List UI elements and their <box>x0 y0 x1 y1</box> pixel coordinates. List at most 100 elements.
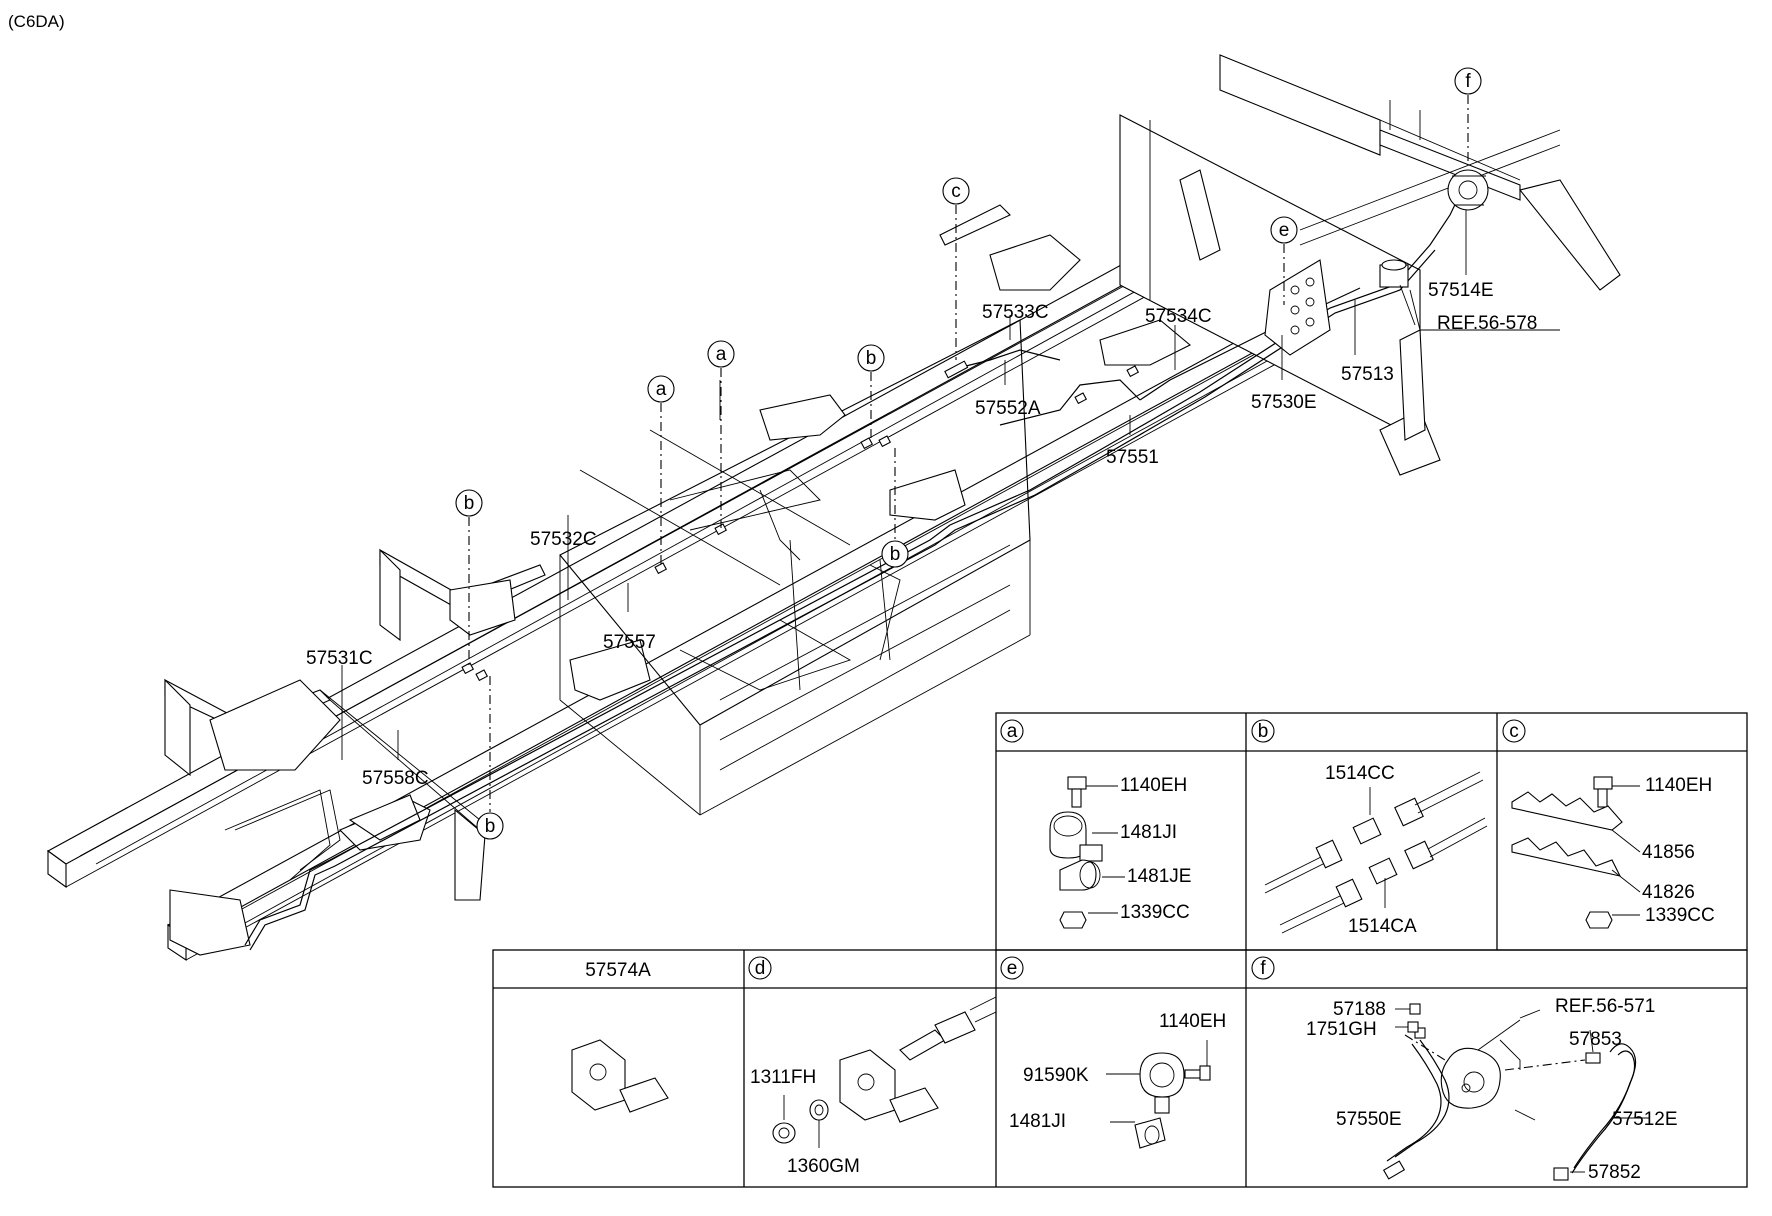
callout-c <box>942 177 970 205</box>
hose-icon <box>1394 1039 1450 1158</box>
callout-b <box>881 540 909 568</box>
clamp <box>714 523 728 536</box>
clamp-icon <box>1059 859 1097 891</box>
clamp <box>654 562 668 575</box>
panel-a-letter: a <box>1007 721 1018 742</box>
svg-text:REF.56-571: REF.56-571 <box>1555 996 1655 1017</box>
svg-text:1140EH: 1140EH <box>1645 775 1712 796</box>
callout-a <box>647 375 675 403</box>
clamp <box>878 435 892 448</box>
label-57534C: 57534C <box>1145 306 1212 327</box>
clamp <box>944 360 969 379</box>
svg-text:57550E: 57550E <box>1336 1109 1402 1130</box>
washer-icon <box>809 1099 829 1121</box>
bracket-icon <box>839 1049 896 1121</box>
callout-b <box>455 489 483 517</box>
panel-d: d 1311FH 1360GM <box>748 956 997 1177</box>
callout-b <box>476 812 504 840</box>
clamp <box>860 437 874 450</box>
label-57558C: 57558C <box>362 768 429 789</box>
svg-text:e: e <box>1279 220 1290 241</box>
fitting-icon <box>1315 839 1343 869</box>
svg-text:1311FH: 1311FH <box>750 1067 816 1088</box>
callout-a <box>707 340 735 368</box>
fitting-icon <box>1409 1003 1421 1015</box>
crossmember-gusset <box>209 679 341 771</box>
svg-text:f: f <box>1465 71 1471 92</box>
front-bumper <box>1219 54 1381 156</box>
nut-icon <box>772 1122 796 1144</box>
frame-labels: 57514E REF.56-578 57513 57530E 57533C 57… <box>306 280 1537 789</box>
front-frame-horn <box>1519 179 1621 291</box>
panel-b-letter: b <box>1258 721 1269 742</box>
svg-text:41856: 41856 <box>1642 842 1695 863</box>
hose-clamp <box>1553 1167 1569 1181</box>
svg-text:a: a <box>716 344 727 365</box>
panel-57574A-title: 57574A <box>585 960 651 981</box>
svg-text:1339CC: 1339CC <box>1120 902 1190 923</box>
svg-text:b: b <box>485 816 496 837</box>
panel-e-letter: e <box>1007 958 1018 979</box>
label-57530E: 57530E <box>1251 392 1317 413</box>
svg-text:57852: 57852 <box>1588 1162 1641 1183</box>
clamp-icon <box>1139 1052 1185 1098</box>
fitting-icon <box>1394 797 1424 827</box>
callout-b <box>857 344 885 372</box>
svg-text:57188: 57188 <box>1333 999 1386 1020</box>
chassis-frame <box>46 54 1621 962</box>
bolt-icon <box>1593 776 1613 790</box>
svg-text:1514CC: 1514CC <box>1325 763 1395 784</box>
callouts: f e c b b a a b b <box>455 67 1482 840</box>
bolt-icon <box>1067 776 1087 790</box>
svg-text:a: a <box>656 379 667 400</box>
label-57552A: 57552A <box>975 398 1041 419</box>
panel-c: c 1140EH 41856 41826 1339CC <box>1502 719 1715 929</box>
svg-text:1514CA: 1514CA <box>1348 916 1417 937</box>
panel-f-letter: f <box>1260 958 1266 979</box>
label-57514E: 57514E <box>1428 280 1494 301</box>
panel-e: e 1140EH 91590K 1481JI <box>1000 956 1226 1149</box>
panel-a: a 1140EH 1481JI 1481JE 1339CC <box>1000 719 1191 929</box>
svg-text:1481JE: 1481JE <box>1127 866 1191 887</box>
panel-c-letter: c <box>1509 721 1519 742</box>
svg-text:1140EH: 1140EH <box>1159 1011 1226 1032</box>
panel-d-letter: d <box>755 958 766 979</box>
vacuum-pump-frame <box>1264 169 1489 356</box>
detail-table <box>492 712 1748 1188</box>
hose-clamp <box>1585 1052 1601 1064</box>
label-57513: 57513 <box>1341 364 1394 385</box>
svg-text:b: b <box>890 544 901 565</box>
svg-text:1360GM: 1360GM <box>787 1156 860 1177</box>
diagram-code: (C6DA) <box>8 12 65 31</box>
hose-icon <box>1573 1043 1637 1169</box>
panel-b: b 1514CC 1514CA <box>1251 719 1488 937</box>
bracket-icon <box>1511 837 1622 877</box>
label-57531C: 57531C <box>306 648 373 669</box>
svg-text:b: b <box>866 348 877 369</box>
line-clamps <box>461 360 1140 682</box>
callout-e <box>1270 216 1298 244</box>
label-57551: 57551 <box>1106 447 1159 468</box>
callout-f <box>1454 67 1482 95</box>
svg-text:1481JI: 1481JI <box>1120 822 1177 843</box>
vacuum-pump-icon <box>1440 1047 1501 1109</box>
svg-text:41826: 41826 <box>1642 882 1695 903</box>
clamp <box>475 669 489 682</box>
svg-text:1339CC: 1339CC <box>1645 905 1715 926</box>
bracket-icon <box>571 1039 626 1111</box>
svg-text:1140EH: 1140EH <box>1120 775 1187 796</box>
svg-text:1751GH: 1751GH <box>1306 1019 1377 1040</box>
rear-carrier <box>169 889 251 956</box>
union-icon <box>1352 817 1382 845</box>
label-57533C: 57533C <box>982 302 1049 323</box>
svg-text:91590K: 91590K <box>1023 1065 1089 1086</box>
bracket-icon <box>1511 791 1623 831</box>
svg-text:57512E: 57512E <box>1612 1109 1678 1130</box>
leader-lines <box>341 210 1560 760</box>
svg-text:b: b <box>464 493 475 514</box>
clamp <box>461 662 475 675</box>
label-ref-56-578: REF.56-578 <box>1437 313 1537 334</box>
nut-icon <box>1059 911 1087 929</box>
